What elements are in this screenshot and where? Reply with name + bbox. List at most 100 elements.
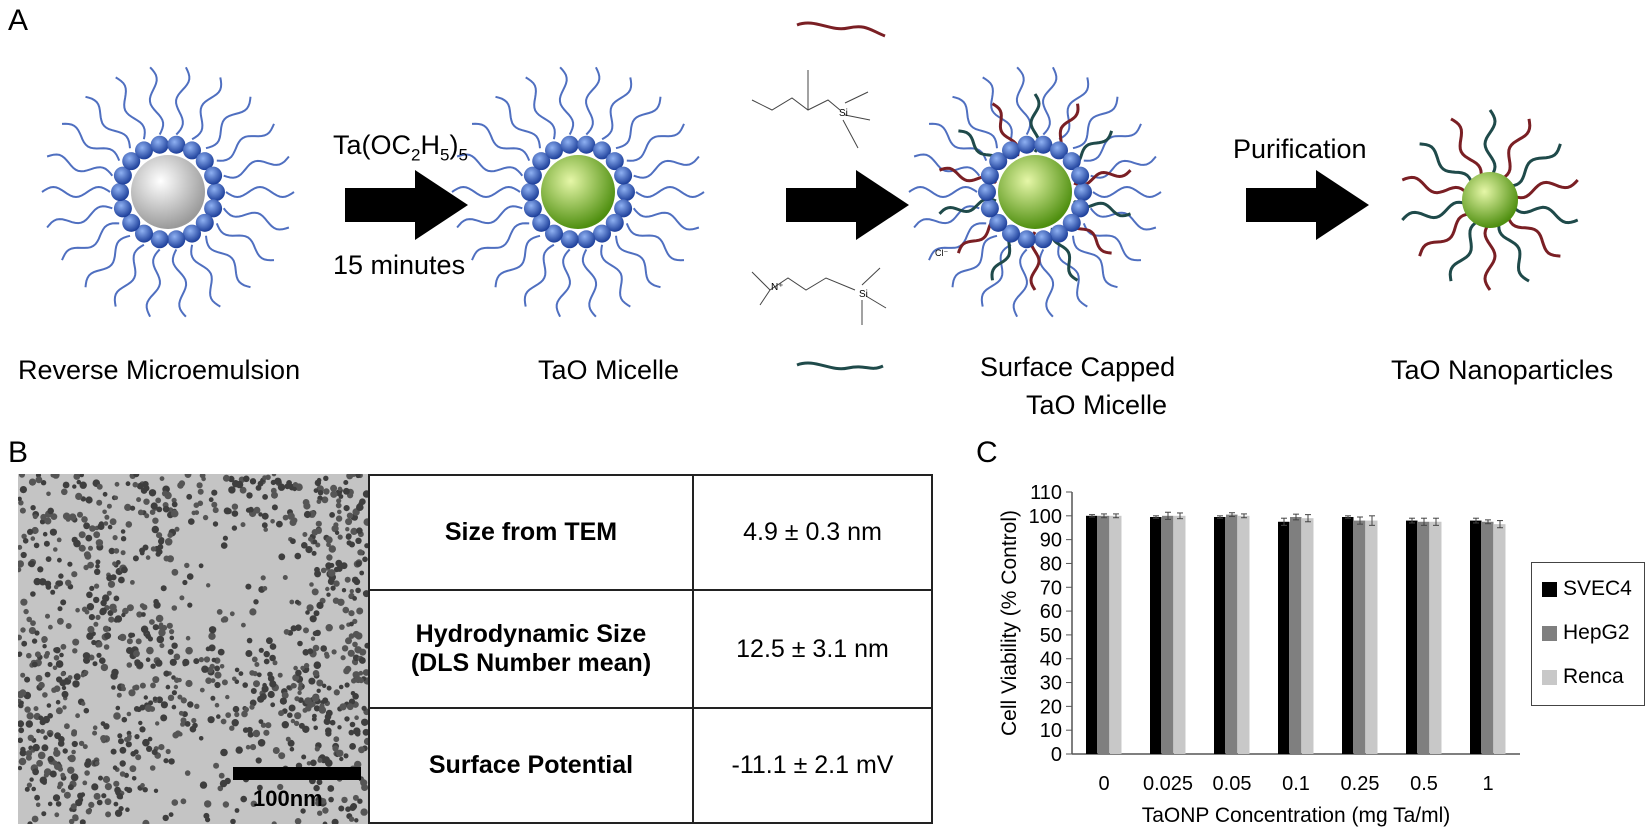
nanoparticle-dot [308, 677, 316, 685]
nanoparticle-dot [40, 513, 47, 521]
nanoparticle-dot [272, 747, 280, 754]
nanoparticle-dot [198, 563, 204, 569]
nanoparticle-dot [205, 646, 211, 652]
nanoparticle-dot [105, 811, 112, 818]
nanoparticle-dot [58, 573, 64, 579]
surfactant-bead [1074, 183, 1092, 201]
nanoparticle-dot [62, 692, 68, 698]
nanoparticle-dot [142, 544, 149, 551]
nanoparticle-dot [92, 725, 98, 730]
nanoparticle-dot [53, 584, 59, 590]
surfactant-bead [532, 152, 551, 171]
nanoparticle-dot [125, 521, 133, 528]
nanoparticle-core [1462, 172, 1518, 228]
ligand-chain [84, 234, 131, 288]
nanoparticle-dot [18, 757, 27, 766]
nanoparticle-dot [47, 755, 54, 763]
nanoparticle-dot [82, 652, 91, 660]
nanoparticle-dot [333, 689, 340, 696]
nanoparticle-dot [316, 601, 324, 609]
nanoparticle-dot [91, 783, 99, 791]
nanoparticle-dot [257, 739, 266, 747]
nanoparticle-dot [205, 817, 211, 823]
nanoparticle-dot [333, 522, 339, 528]
nanoparticle-dot [137, 509, 144, 516]
nanoparticle-dot [170, 509, 179, 518]
nanoparticle-dot [253, 599, 259, 605]
nanoparticle-dot [89, 585, 95, 591]
nanoparticle-dot [18, 737, 23, 744]
nanoparticle-dot [60, 772, 66, 778]
nanoparticle-dot [312, 539, 318, 545]
surfactant-bead [195, 152, 214, 171]
surface-capped-label-2: TaO Micelle [1026, 390, 1168, 420]
nanoparticle-dot [121, 716, 128, 723]
nanoparticle-dot [96, 641, 103, 648]
amine-bond [759, 289, 771, 306]
surfactant-bead [122, 213, 141, 232]
nanoparticle-dot [34, 794, 40, 801]
nanoparticle-dot [50, 474, 56, 478]
nanoparticle-dot [231, 719, 239, 727]
nanoparticle-dot [315, 520, 322, 527]
nanoparticle-dot [257, 480, 264, 487]
ligand-chain [145, 248, 161, 318]
nanoparticle-dot [354, 715, 359, 720]
surfactant-bead [204, 166, 223, 185]
nanoparticle-dot [357, 798, 363, 804]
nanoparticle-dot [92, 730, 98, 736]
nanoparticle-dot [114, 809, 123, 817]
nanoparticle-dot [141, 604, 148, 611]
nanoparticle-dot [333, 736, 340, 743]
nanoparticle-dot [311, 694, 320, 702]
nanoparticle-dot [136, 482, 144, 490]
surfactant-bead [207, 183, 225, 201]
nanoparticle-dot [228, 486, 236, 494]
nanoparticle-dot [23, 608, 29, 615]
nanoparticle-dot [191, 717, 197, 724]
nanoparticle-dot [340, 562, 348, 570]
ligand-chain [171, 248, 188, 318]
nanoparticle-dot [278, 553, 286, 561]
tao-micelle-label: TaO Micelle [538, 355, 680, 385]
nanoparticle-dot [24, 676, 31, 683]
nanoparticle-dot [94, 583, 100, 589]
nanoparticle-dot [153, 601, 161, 609]
nanoparticle-dot [267, 671, 273, 678]
nanoparticle-dot [356, 607, 364, 615]
nanoparticle-dot [80, 673, 86, 678]
nanoparticle-dot [303, 627, 309, 634]
bar [1110, 515, 1122, 754]
capping-chain [1418, 212, 1473, 257]
nanoparticle-dot [42, 644, 47, 649]
surfactant-bead [1071, 199, 1090, 218]
surfactant-bead [1062, 152, 1081, 171]
nanoparticle-dot [188, 518, 195, 525]
nanoparticle-dot [335, 515, 343, 522]
nanoparticle-dot [282, 514, 289, 521]
nanoparticle-dot [108, 616, 115, 623]
nanoparticle-dot [221, 679, 228, 686]
nanoparticle-dot [364, 543, 368, 549]
nanoparticle-dot [113, 548, 120, 554]
nanoparticle-dot [152, 624, 159, 631]
nanoparticle-dot [41, 744, 49, 752]
surfactant-bead [1034, 135, 1053, 154]
ligand-chain [913, 153, 981, 177]
surfactant-bead [980, 166, 999, 185]
nanoparticle-dot [186, 573, 194, 580]
nanoparticle-dot [102, 625, 110, 632]
nanoparticle-dot [350, 527, 358, 535]
nanoparticle-dot [197, 488, 204, 495]
nanoparticle-dot [120, 550, 126, 556]
nanoparticle-dot [150, 682, 156, 689]
nanoparticle-dot [157, 624, 163, 630]
nanoparticle-dot [42, 715, 50, 724]
nanoparticle-dot [83, 551, 91, 558]
bar [1366, 520, 1378, 754]
nanoparticle-dot [30, 591, 36, 597]
nanoparticle-dot [249, 478, 257, 485]
nanoparticle-dot [249, 744, 257, 751]
nanoparticle-dot [206, 583, 211, 588]
x-tick-label: 0.05 [1213, 773, 1252, 795]
